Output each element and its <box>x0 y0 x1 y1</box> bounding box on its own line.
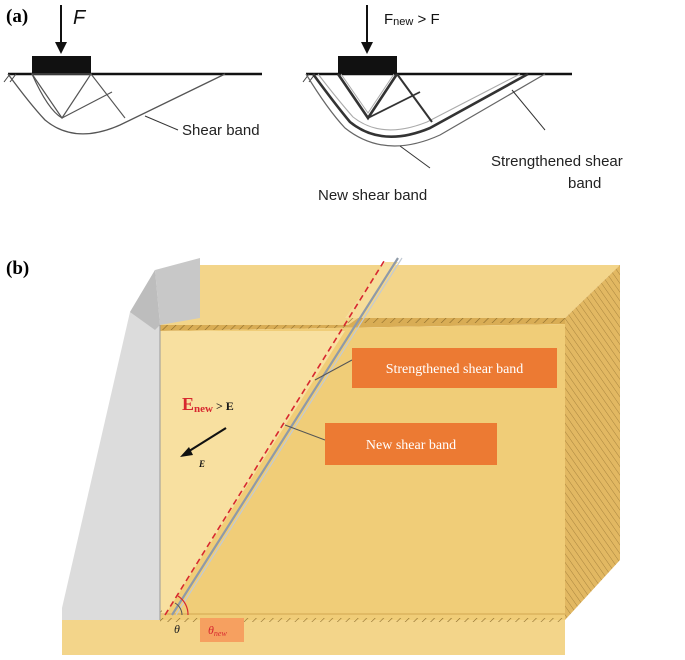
ground-tick <box>302 73 310 83</box>
top-ledge-hatch <box>160 325 350 330</box>
strengthened-leader <box>314 359 353 381</box>
panel-a-right-diagram: Fnew > F New shear band Strengthened she… <box>302 5 623 204</box>
wall-shadow <box>130 270 160 330</box>
base-strip <box>62 608 565 655</box>
strengthened-label-a-line2: band <box>568 175 601 192</box>
wall-top <box>155 258 200 325</box>
strengthened-shear-band-edge <box>175 257 403 616</box>
theta-new-arc <box>177 595 189 616</box>
sliding-wedge <box>160 331 345 615</box>
thrust-arrow <box>185 427 227 454</box>
new-shear-band-label-a: New shear band <box>318 187 427 204</box>
force-label-right: Fnew > F <box>384 11 440 28</box>
force-label-right-sub: new <box>393 16 413 28</box>
shear-band-label: Shear band <box>182 122 260 139</box>
strengthened-label-box <box>352 348 557 388</box>
strengthened-label-a-line1: Strengthened shear <box>491 153 623 170</box>
footing-left <box>32 56 91 74</box>
retaining-wall <box>62 270 160 620</box>
thrust-arrowhead <box>180 447 193 457</box>
wedge-left <box>30 73 93 120</box>
force-arrowhead-left <box>55 42 67 54</box>
force-label-right-main: F <box>384 11 393 28</box>
top-ledge-hatch <box>345 318 565 323</box>
e-new-label: Enew > E <box>182 394 234 415</box>
new-shear-label-box <box>325 423 497 465</box>
panel-b: (b) Strengthened s <box>6 257 620 655</box>
ground-tick <box>9 73 17 83</box>
panel-a-left-diagram: F Shear band <box>3 5 262 139</box>
e-new-rest: > E <box>213 399 234 413</box>
theta-label: θ <box>174 622 180 636</box>
strengthened-shear-band-line <box>171 257 399 616</box>
force-arrowhead-right <box>361 42 373 54</box>
force-label-right-rest: > F <box>413 11 439 28</box>
e-new-sub: new <box>194 403 213 415</box>
strengthened-shear-band <box>311 72 529 138</box>
panel-a: (a) F Shear band <box>3 5 623 204</box>
fan-line <box>61 91 113 119</box>
new-shear-label-b: New shear band <box>366 438 456 453</box>
wedge-right-inner <box>340 73 395 114</box>
strengthened-shear-band-inner <box>317 73 521 131</box>
panel-b-label: (b) <box>6 258 29 279</box>
wedge-top-slice <box>345 262 398 318</box>
fan-line <box>31 73 63 119</box>
new-shear-leader <box>284 424 326 441</box>
fan-line <box>90 73 126 119</box>
panel-a-label: (a) <box>6 6 28 27</box>
top-surface <box>160 265 620 325</box>
fan-line <box>367 91 421 119</box>
e-new-main: E <box>182 394 194 414</box>
footing-right <box>338 56 397 74</box>
shear-band-curve-left <box>7 73 226 135</box>
strengthened-label-b: Strengthened shear band <box>386 362 524 377</box>
fan-line <box>396 73 433 123</box>
side-face-hatch <box>565 265 620 620</box>
e-label: E <box>198 459 205 469</box>
strengthened-band-leader <box>511 89 546 131</box>
theta-arc <box>174 602 183 616</box>
theta-new-label: θnew <box>208 623 227 638</box>
theta-new-box <box>200 618 244 642</box>
theta-new-sub: new <box>214 629 228 638</box>
base-hatch <box>160 618 565 622</box>
theta-new-main: θ <box>208 623 214 637</box>
force-label-left: F <box>73 7 87 29</box>
new-shear-band-curve <box>305 73 546 147</box>
shear-band-leader <box>144 115 179 131</box>
new-shear-band-leader <box>399 145 431 169</box>
